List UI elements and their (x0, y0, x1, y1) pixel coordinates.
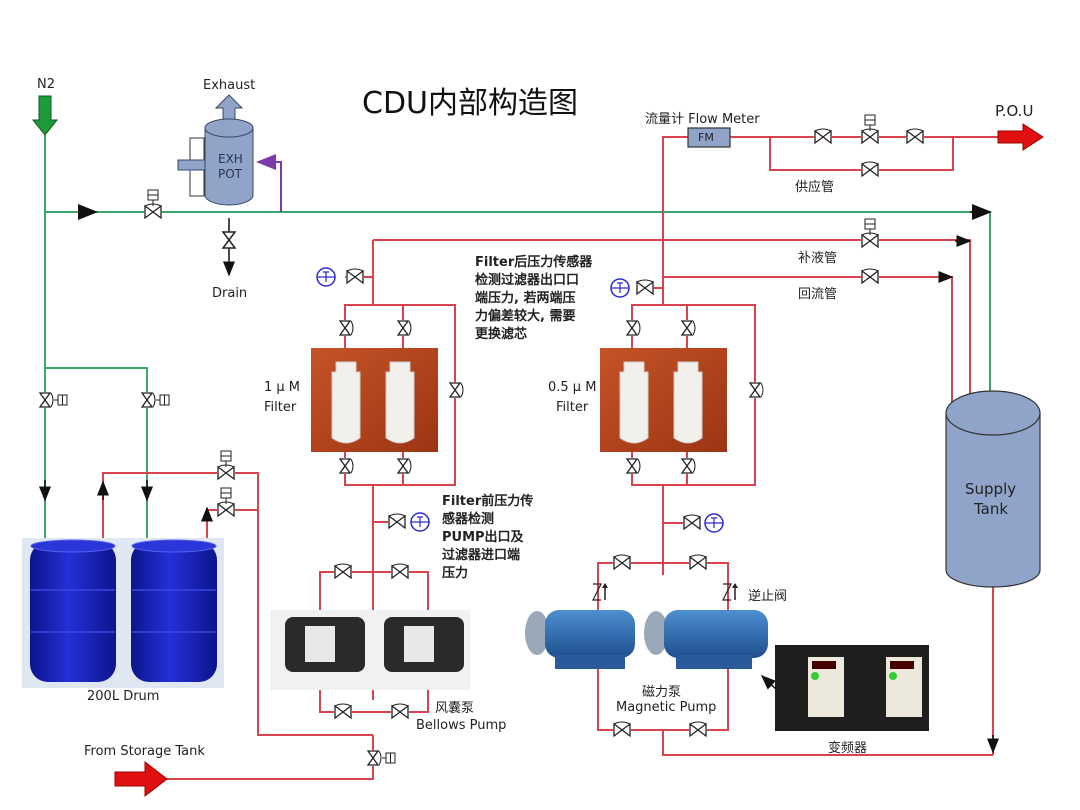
pou-outlet-arrow (997, 123, 1044, 151)
valve-icon[interactable] (217, 487, 235, 518)
replenish-pipe-label: 补液管 (798, 251, 838, 266)
valve-icon[interactable] (217, 450, 235, 481)
valve-icon[interactable] (388, 513, 406, 530)
valves (38, 114, 924, 766)
n2-label: N2 (37, 77, 55, 92)
vent-line (256, 154, 282, 212)
magnetic-pump-photo (525, 610, 768, 669)
valve-icon[interactable] (334, 703, 352, 720)
valve-icon[interactable] (448, 382, 464, 398)
exh-pot-label-2: POT (218, 167, 243, 181)
page-title: CDU内部构造图 (362, 86, 579, 121)
filter-05um-photo (600, 348, 727, 452)
valve-icon[interactable] (636, 279, 654, 296)
magnetic-pump-en-label: Magnetic Pump (616, 700, 717, 715)
valve-icon[interactable] (748, 382, 764, 398)
valve-icon[interactable] (391, 703, 409, 720)
valve-icon[interactable] (680, 458, 696, 474)
magnetic-pump-cn-label: 磁力泵 (642, 685, 682, 700)
valve-icon[interactable] (814, 128, 832, 145)
filter-1um-photo (311, 348, 438, 452)
valve-icon[interactable] (140, 392, 170, 408)
pressure-sensor-icon (316, 267, 336, 287)
bellows-pump-photo (270, 610, 470, 690)
valve-icon[interactable] (391, 563, 409, 580)
check-valve-icon (592, 583, 608, 601)
from-storage-label: From Storage Tank (84, 744, 205, 759)
pressure-sensor-icon (410, 512, 430, 532)
valve-icon[interactable] (613, 721, 631, 738)
flow-meter-label: 流量计 Flow Meter (645, 112, 760, 127)
exhaust-pot (177, 94, 254, 206)
drum-photo (22, 538, 224, 688)
valve-icon[interactable] (861, 218, 879, 249)
check-valve-label: 逆止阀 (748, 589, 788, 604)
valve-icon[interactable] (689, 554, 707, 571)
valve-icon[interactable] (338, 458, 354, 474)
n2-inlet-arrow (31, 95, 59, 136)
supply-tank-label-2: Tank (974, 500, 1009, 518)
valve-icon[interactable] (346, 268, 364, 285)
supply-tank-label: Supply (965, 480, 1017, 498)
valve-icon[interactable] (396, 458, 412, 474)
valve-icon[interactable] (366, 750, 396, 766)
valve-icon[interactable] (906, 128, 924, 145)
check-valves (592, 583, 738, 601)
check-valve-icon (722, 583, 738, 601)
from-storage-arrow (114, 760, 168, 798)
pressure-sensor-icon (704, 513, 724, 533)
valve-icon[interactable] (334, 563, 352, 580)
valve-icon[interactable] (680, 320, 696, 336)
inverter-label: 变频器 (828, 741, 868, 756)
valve-icon[interactable] (144, 189, 162, 220)
valve-icon[interactable] (683, 514, 701, 531)
filter-1um-label-2: Filter (264, 400, 297, 415)
return-pipe-label: 回流管 (798, 287, 838, 302)
exh-pot-label: EXH (218, 152, 243, 166)
valve-icon[interactable] (861, 114, 879, 145)
pressure-sensors (316, 267, 724, 533)
supply-pipe-label: 供应管 (795, 180, 835, 195)
valve-icon[interactable] (861, 268, 879, 285)
post-filter-sensor-note: Filter后压力传感器 检测过滤器出口口 端压力, 若两端压 力偏差较大, 需… (475, 255, 593, 342)
inverter-photo (775, 645, 929, 731)
valve-icon[interactable] (338, 320, 354, 336)
drain-valve-icon[interactable] (221, 231, 237, 249)
valve-icon[interactable] (689, 721, 707, 738)
valve-icon[interactable] (625, 458, 641, 474)
pressure-sensor-icon (610, 278, 630, 298)
valve-icon[interactable] (861, 161, 879, 178)
pou-label: P.O.U (995, 102, 1034, 120)
valve-icon[interactable] (613, 554, 631, 571)
pre-filter-sensor-note: Filter前压力传 感器检测 PUMP出口及 过滤器进口端 压力 (442, 494, 534, 581)
valve-icon[interactable] (396, 320, 412, 336)
filter-05um-label: 0.5 μ M (548, 380, 597, 395)
bellows-pump-cn-label: 风囊泵 (435, 701, 475, 716)
flow-meter (687, 127, 731, 148)
drain-label: Drain (212, 286, 248, 301)
drum-label: 200L Drum (87, 689, 160, 704)
supply-tank (945, 390, 1041, 588)
filter-05um-label-2: Filter (556, 400, 589, 415)
bellows-pump-en-label: Bellows Pump (416, 718, 507, 733)
valve-icon[interactable] (625, 320, 641, 336)
filter-1um-label: 1 μ M (264, 380, 301, 395)
fm-label: FM (698, 131, 714, 144)
valve-icon[interactable] (38, 392, 68, 408)
exhaust-label: Exhaust (203, 78, 256, 93)
pointer-arrow (760, 674, 778, 691)
